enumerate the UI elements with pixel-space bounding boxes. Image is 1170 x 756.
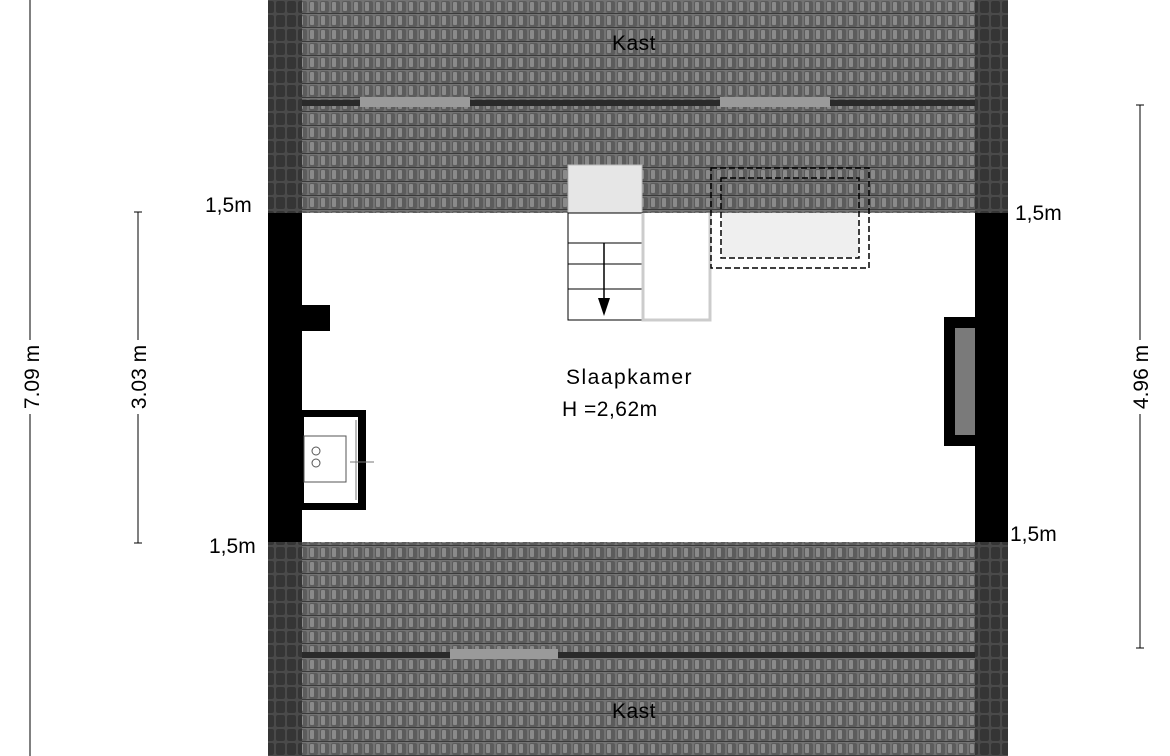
washbasin xyxy=(302,410,374,510)
height-mark-top-left: 1,5m xyxy=(205,194,252,217)
dimension-label-inner-left: 3.03 m xyxy=(128,340,152,414)
chimney-left xyxy=(302,305,330,331)
room-label-kast-top: Kast xyxy=(612,32,657,55)
wall-left xyxy=(268,213,302,542)
wall-niche-right xyxy=(944,317,975,446)
height-mark-bottom-left: 1,5m xyxy=(209,535,256,558)
height-mark-bottom-right: 1,5m xyxy=(1010,523,1057,546)
wall-right xyxy=(975,213,1008,542)
dimension-label-outer-left: 7.09 m xyxy=(21,340,45,414)
roof-bottom xyxy=(268,542,1008,756)
room-height-label: H =2,62m xyxy=(562,398,658,421)
roof-window xyxy=(710,167,870,269)
staircase xyxy=(567,164,712,322)
room-label-kast-bottom: Kast xyxy=(612,700,657,723)
room-label-bedroom: Slaapkamer xyxy=(566,366,694,389)
dimension-label-right: 4.96 m xyxy=(1130,340,1154,414)
height-mark-top-right: 1,5m xyxy=(1015,202,1062,225)
